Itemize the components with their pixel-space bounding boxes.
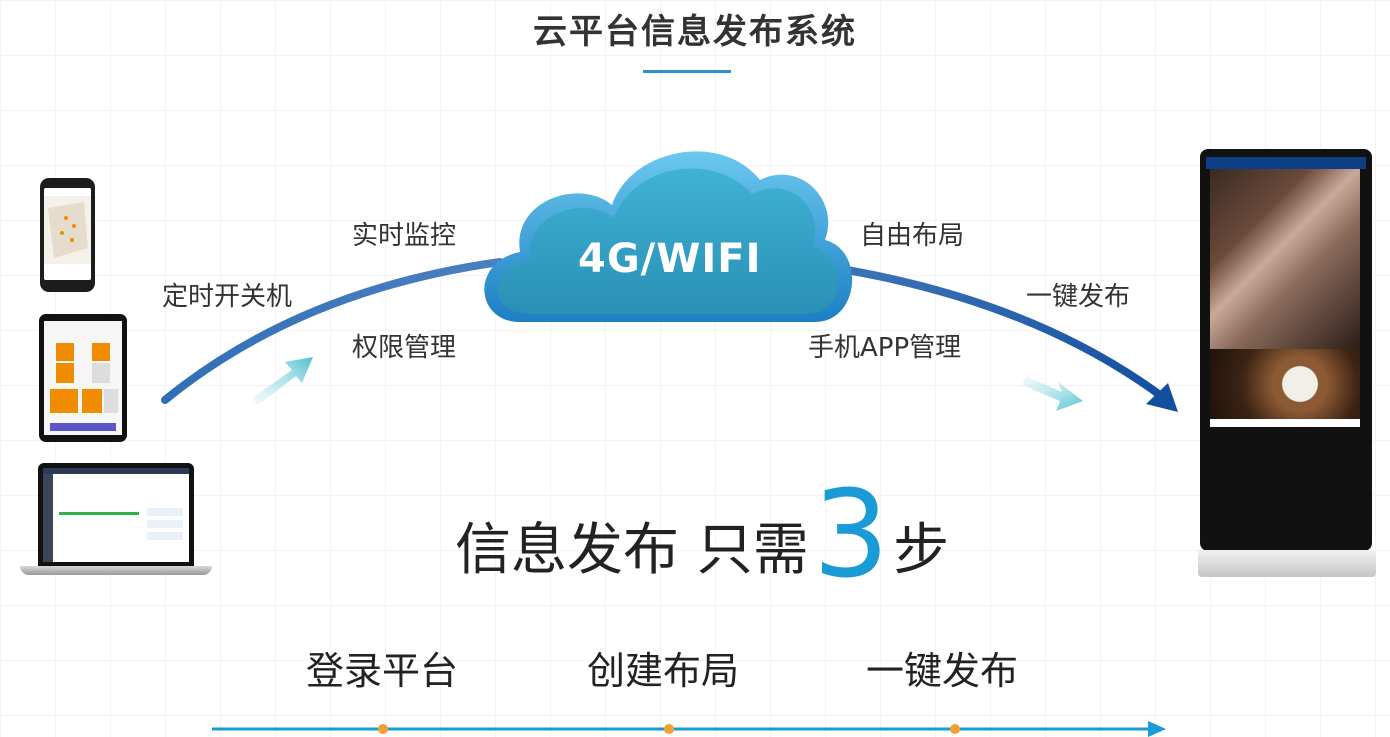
- feature-permission: 权限管理: [352, 333, 457, 363]
- laptop-device: [38, 463, 194, 567]
- kiosk-ad-image: [1210, 169, 1360, 349]
- feature-monitor: 实时监控: [352, 221, 457, 251]
- left-hint-arrow-icon: [252, 357, 313, 405]
- timeline-arrowhead-icon: [1148, 721, 1166, 737]
- feature-publish: 一键发布: [1026, 282, 1131, 312]
- step-3-dot: [950, 724, 960, 734]
- tablet-device: [39, 314, 127, 442]
- kiosk-caption-strip: [1210, 419, 1360, 427]
- title-underline: [643, 70, 731, 73]
- phone-device: [40, 178, 95, 292]
- right-arrowhead-icon: [1146, 383, 1178, 412]
- feature-schedule: 定时开关机: [162, 282, 293, 312]
- step-1-dot: [378, 724, 388, 734]
- kiosk-stand: [1198, 550, 1376, 577]
- slogan-prefix: 信息发布 只需: [455, 518, 809, 583]
- feature-layout: 自由布局: [860, 221, 965, 251]
- step-1-label: 登录平台: [306, 649, 459, 693]
- cloud-label: 4G/WIFI: [578, 236, 762, 282]
- slogan-suffix: 步: [893, 518, 950, 583]
- laptop-dashboard-icon: [43, 468, 189, 562]
- laptop-base: [20, 566, 212, 575]
- left-flow-arc: [161, 258, 504, 404]
- slogan: 信息发布 只需 3 步: [455, 466, 950, 605]
- tablet-layout-icon: [50, 343, 118, 431]
- cloud-icon: [484, 151, 853, 322]
- step-3-label: 一键发布: [866, 649, 1019, 693]
- kiosk-display: [1200, 149, 1372, 551]
- slogan-number: 3: [812, 466, 890, 605]
- feature-app: 手机APP管理: [808, 333, 962, 363]
- step-timeline: [212, 721, 1166, 737]
- right-flow-arc: [831, 264, 1164, 399]
- kiosk-status-bar: [1206, 157, 1366, 169]
- step-2-label: 创建布局: [587, 649, 740, 693]
- phone-map-icon: [44, 188, 91, 280]
- page-title: 云平台信息发布系统: [533, 12, 857, 52]
- kiosk-coffee-image: [1210, 349, 1360, 419]
- step-2-dot: [664, 724, 674, 734]
- right-hint-arrow-icon: [1022, 376, 1083, 411]
